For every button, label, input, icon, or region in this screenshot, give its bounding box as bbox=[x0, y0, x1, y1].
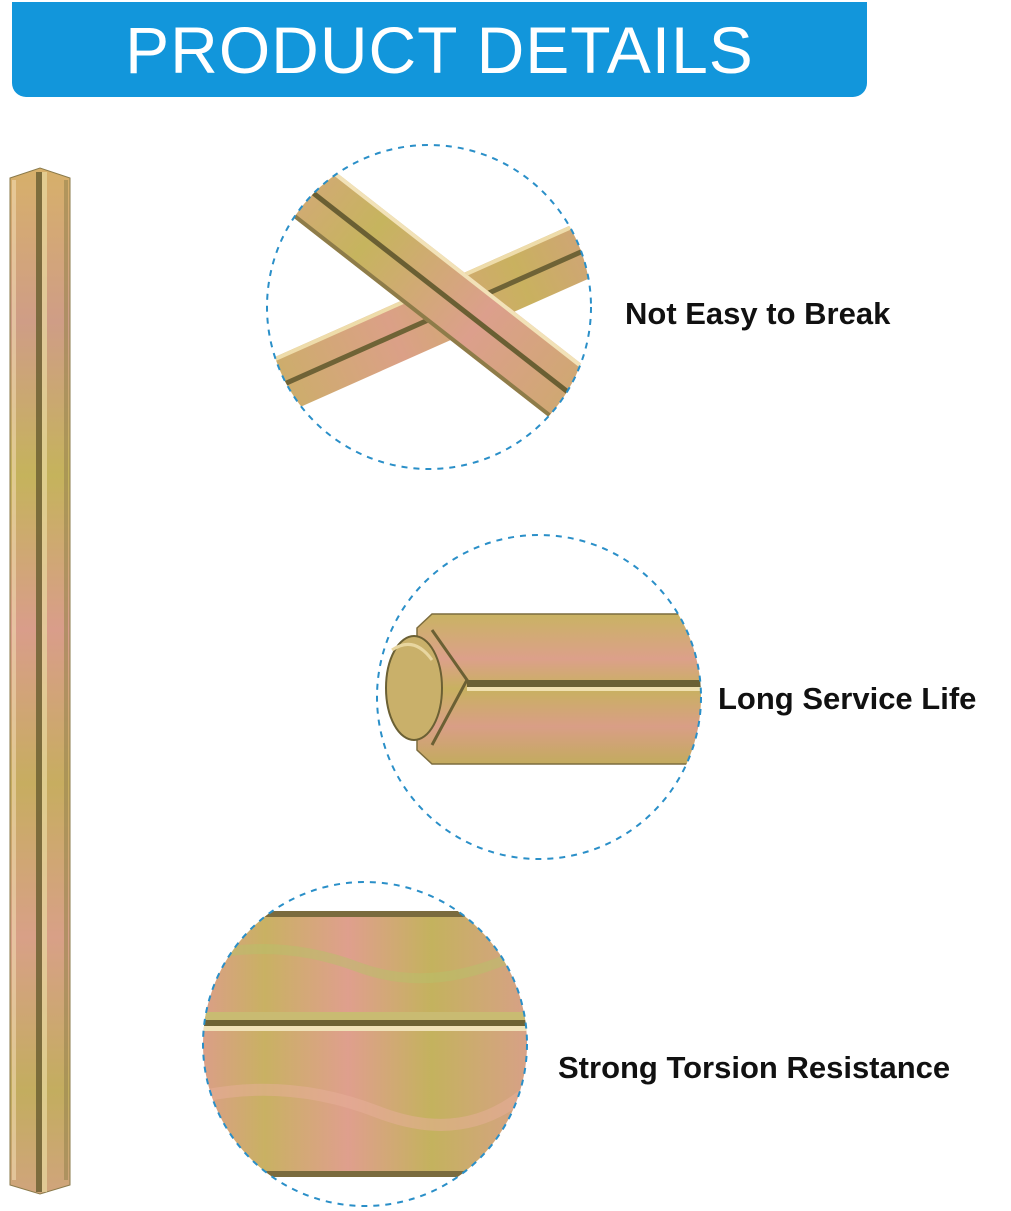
feature-label-strong-torsion-resistance: Strong Torsion Resistance bbox=[558, 1050, 951, 1085]
feature-label-not-easy-to-break: Not Easy to Break bbox=[625, 296, 891, 331]
crossed-rods-closeup-icon bbox=[266, 144, 592, 470]
feature-label-long-service-life: Long Service Life bbox=[718, 681, 977, 716]
header-banner: PRODUCT DETAILS bbox=[12, 2, 867, 97]
rod-surface-closeup-icon bbox=[202, 881, 528, 1207]
rod-end-closeup-icon bbox=[376, 534, 702, 860]
page-title: PRODUCT DETAILS bbox=[125, 12, 754, 87]
